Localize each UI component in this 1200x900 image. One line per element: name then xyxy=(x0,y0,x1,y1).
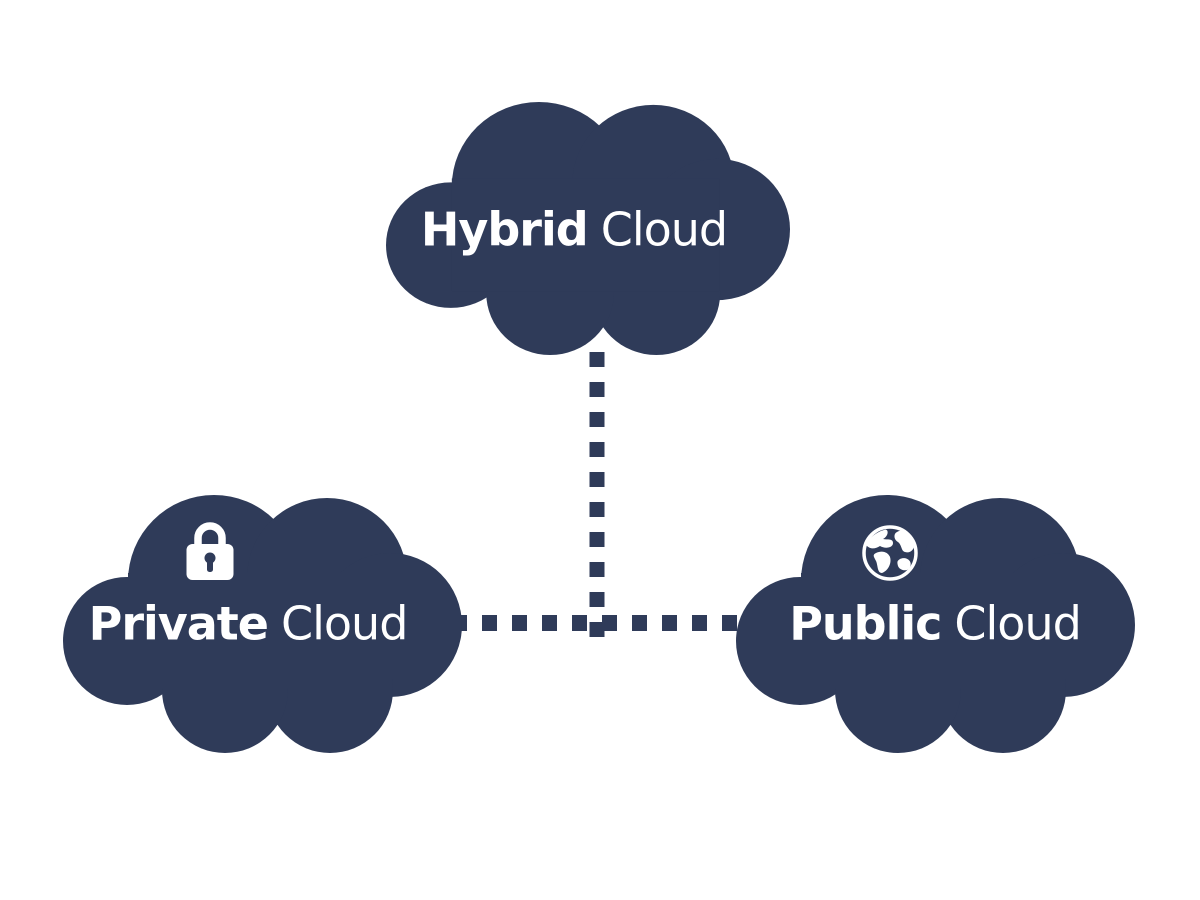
private-cloud-label-regular-word: Cloud xyxy=(280,596,408,651)
public-cloud-label: Public Cloud xyxy=(789,596,1082,651)
lock-icon xyxy=(186,522,234,580)
hybrid-cloud-label: Hybrid Cloud xyxy=(420,202,728,257)
public-cloud-label-regular-word: Cloud xyxy=(954,596,1081,651)
private-cloud-label-bold-word: Private xyxy=(88,596,269,651)
globe-icon xyxy=(862,525,918,581)
hybrid-cloud-label-regular-word: Cloud xyxy=(600,202,728,257)
public-cloud-label-bold-word: Public xyxy=(789,596,942,651)
hybrid-cloud-label-bold-word: Hybrid xyxy=(420,202,589,257)
private-cloud-label: Private Cloud xyxy=(88,596,409,651)
